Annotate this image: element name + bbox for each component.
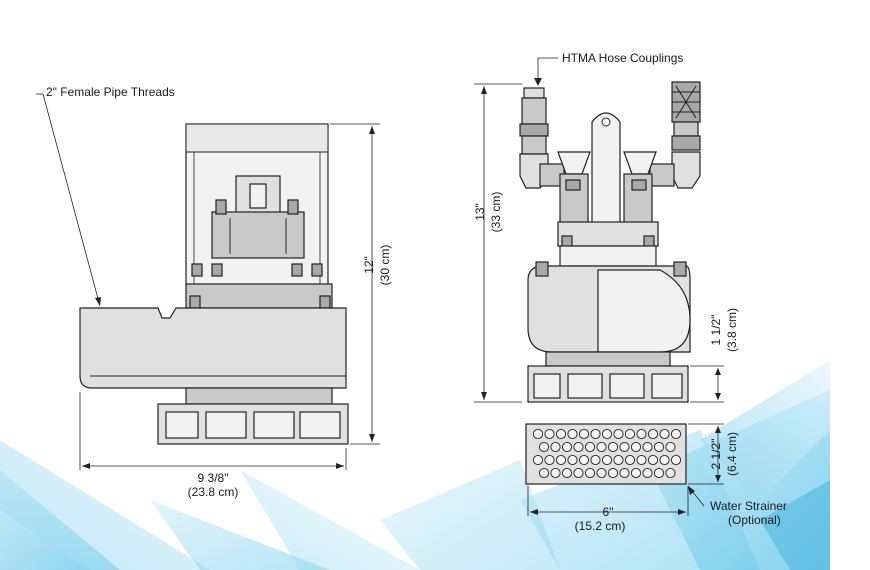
strainer-hole bbox=[624, 454, 636, 466]
side-height-cm: (30 cm) bbox=[378, 245, 392, 286]
front-discharge-outlet bbox=[597, 269, 691, 353]
side-width-inches: 9 3/8" bbox=[198, 471, 229, 485]
strainer-hole bbox=[573, 441, 584, 453]
strainer-hole bbox=[538, 441, 550, 453]
strainer-hole bbox=[578, 428, 590, 440]
dim-side-width: 9 3/8" (23.8 cm) bbox=[79, 392, 347, 499]
strainer-hole bbox=[550, 467, 561, 479]
side-height-inches: 12" bbox=[362, 256, 376, 274]
strainer-hole bbox=[636, 454, 647, 466]
strainer-hole bbox=[590, 428, 601, 440]
strainer-hole bbox=[665, 441, 676, 453]
strainer-hole bbox=[561, 467, 573, 479]
strainer-hole bbox=[601, 454, 613, 466]
strainer-hole bbox=[573, 467, 584, 479]
callout-hose-couplings: HTMA Hose Couplings bbox=[534, 51, 683, 86]
strainer-hole bbox=[642, 441, 653, 453]
front-lift-handle bbox=[591, 112, 621, 251]
strainer-hole bbox=[532, 454, 544, 466]
strainer-hole bbox=[653, 441, 665, 453]
strainer-hole bbox=[670, 454, 682, 466]
base-height-cm: (3.8 cm) bbox=[725, 308, 739, 352]
strainer-hole bbox=[636, 428, 647, 440]
strainer-hole bbox=[550, 441, 561, 453]
strainer-hole bbox=[665, 467, 676, 479]
front-right-valve bbox=[623, 173, 653, 225]
strainer-hole bbox=[596, 441, 607, 453]
left-hose-coupling bbox=[519, 87, 565, 189]
front-width-inches: 6" bbox=[603, 505, 614, 519]
strainer-hole bbox=[555, 428, 567, 440]
strainer-hole bbox=[647, 454, 659, 466]
strainer-height-cm: (6.4 cm) bbox=[725, 432, 739, 476]
water-strainer-optional-label: (Optional) bbox=[728, 513, 781, 527]
callout-water-strainer: Water Strainer (Optional) bbox=[687, 485, 787, 527]
strainer-hole bbox=[630, 441, 642, 453]
strainer-hole bbox=[601, 428, 613, 440]
strainer-hole bbox=[613, 454, 624, 466]
strainer-hole bbox=[590, 454, 601, 466]
dim-front-width: 6" (15.2 cm) bbox=[527, 486, 689, 533]
side-flange bbox=[185, 283, 333, 309]
dim-strainer-height: 2 1/2" (6.4 cm) bbox=[688, 423, 739, 485]
strainer-hole bbox=[596, 467, 607, 479]
dim-front-height: 13" (33 cm) bbox=[473, 83, 522, 403]
front-height-inches: 13" bbox=[473, 203, 487, 221]
side-manifold bbox=[211, 211, 305, 259]
strainer-hole bbox=[555, 454, 567, 466]
strainer-hole bbox=[659, 428, 670, 440]
side-view bbox=[79, 123, 349, 445]
strainer-hole bbox=[532, 428, 544, 440]
strainer-holes bbox=[532, 428, 682, 479]
strainer-hole bbox=[567, 428, 578, 440]
front-view bbox=[519, 81, 701, 485]
strainer-hole bbox=[659, 454, 670, 466]
strainer-hole bbox=[578, 454, 590, 466]
strainer-hole bbox=[544, 454, 555, 466]
hose-couplings-label: HTMA Hose Couplings bbox=[562, 51, 683, 65]
water-strainer-label: Water Strainer bbox=[710, 499, 787, 513]
callout-pipe-threads: 2" Female Pipe Threads bbox=[36, 85, 175, 307]
strainer-hole bbox=[584, 441, 596, 453]
strainer-hole bbox=[642, 467, 653, 479]
strainer-hole bbox=[619, 467, 630, 479]
strainer-hole bbox=[630, 467, 642, 479]
strainer-hole bbox=[544, 428, 555, 440]
strainer-hole bbox=[607, 441, 619, 453]
strainer-hole bbox=[647, 428, 659, 440]
strainer-hole bbox=[670, 428, 682, 440]
strainer-hole bbox=[561, 441, 573, 453]
strainer-hole bbox=[567, 454, 578, 466]
strainer-hole bbox=[613, 428, 624, 440]
side-width-cm: (23.8 cm) bbox=[188, 485, 239, 499]
strainer-height-inches: 2 1/2" bbox=[709, 439, 723, 470]
front-height-cm: (33 cm) bbox=[489, 192, 503, 233]
strainer-hole bbox=[538, 467, 550, 479]
pipe-threads-label: 2" Female Pipe Threads bbox=[46, 85, 175, 99]
base-height-inches: 1 1/2" bbox=[709, 315, 723, 346]
strainer-hole bbox=[653, 467, 665, 479]
strainer-hole bbox=[584, 467, 596, 479]
side-pump-body bbox=[79, 307, 347, 389]
dim-side-height: 12" (30 cm) bbox=[330, 123, 392, 445]
strainer-hole bbox=[607, 467, 619, 479]
strainer-hole bbox=[624, 428, 636, 440]
right-hose-coupling bbox=[649, 81, 701, 189]
front-width-cm: (15.2 cm) bbox=[575, 519, 626, 533]
strainer-hole bbox=[619, 441, 630, 453]
dim-base-height: 1 1/2" (3.8 cm) bbox=[690, 308, 739, 403]
